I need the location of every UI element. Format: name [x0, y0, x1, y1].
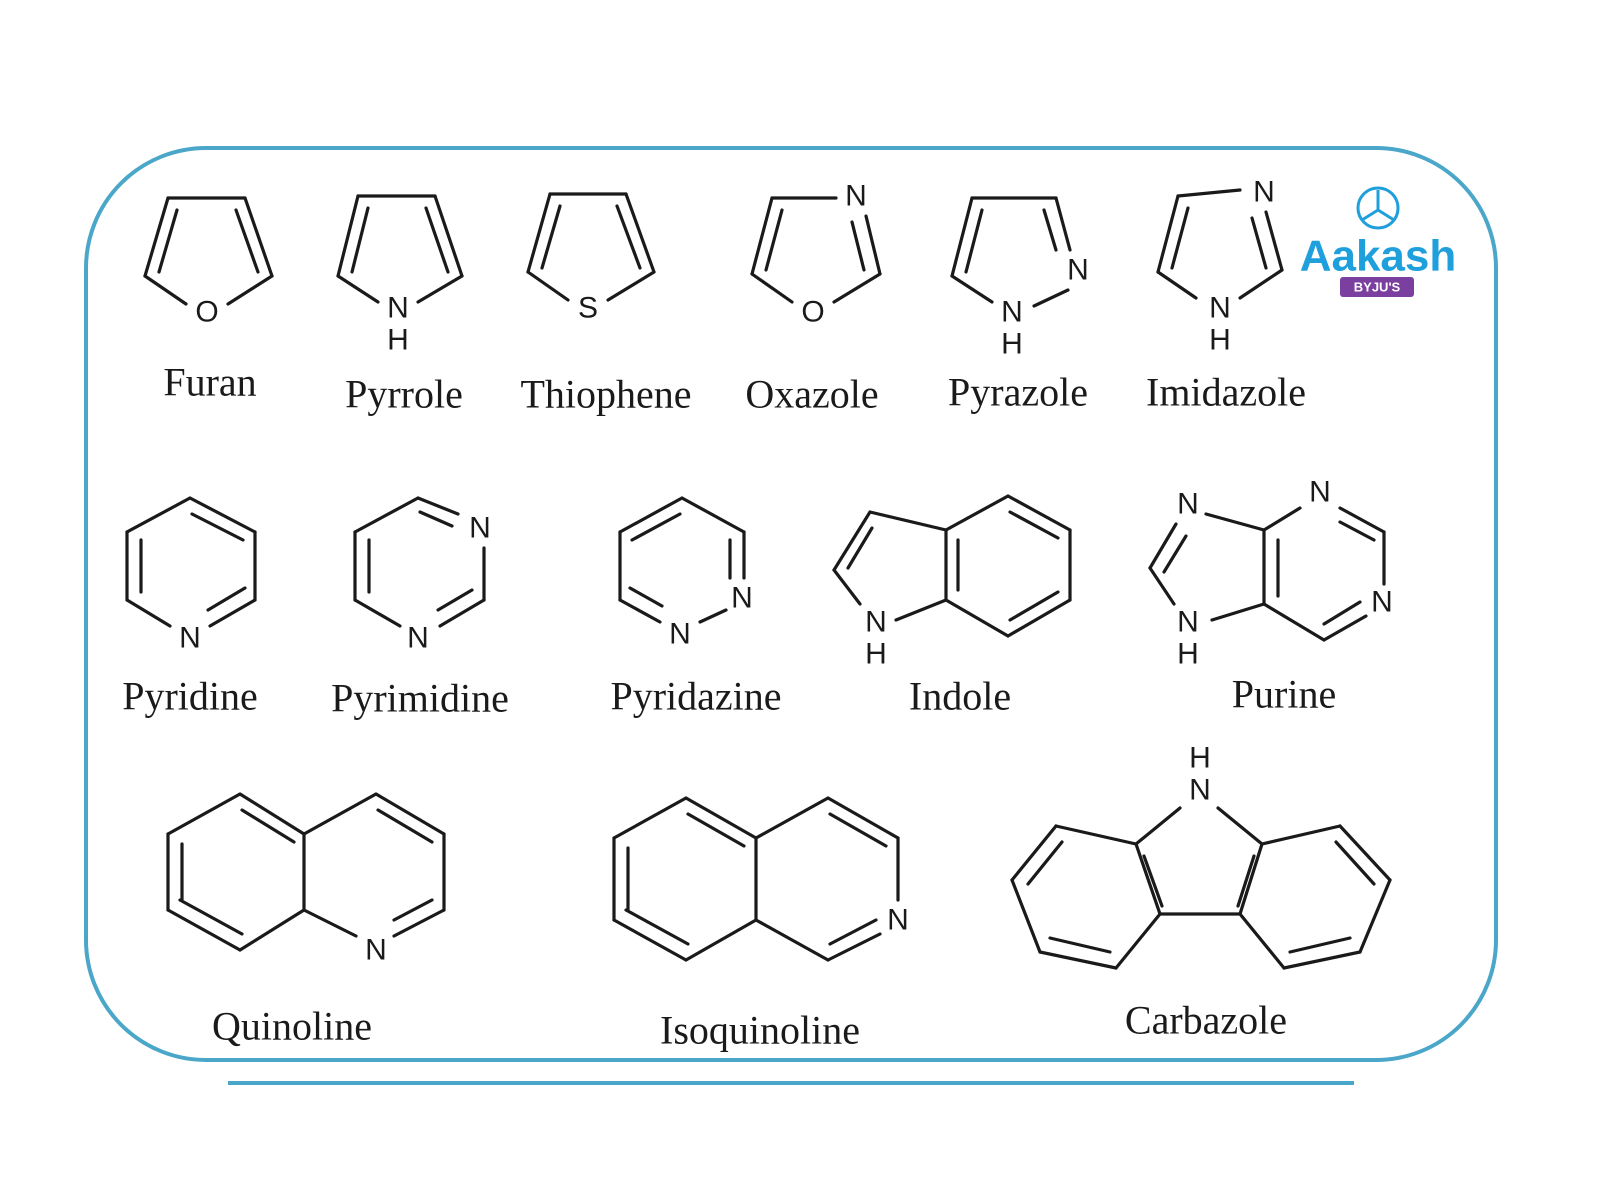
- aakash-emblem-icon: [1356, 186, 1400, 230]
- carbazole-atom-n: N: [1189, 774, 1211, 807]
- pyridine-atom-n: N: [179, 622, 201, 655]
- molecule-name-furan: Furan: [163, 360, 256, 405]
- molecule-name-quinoline: Quinoline: [212, 1004, 372, 1049]
- imidazole-structure: [1156, 188, 1284, 300]
- molecule-pyrrole: N H Pyrrole: [336, 194, 464, 417]
- furan-atom-o: O: [195, 296, 218, 329]
- logo-sub-brand: BYJU'S: [1354, 280, 1401, 295]
- molecule-name-isoquinoline: Isoquinoline: [660, 1008, 860, 1053]
- purine-atom-n7: N: [1177, 488, 1199, 521]
- quinoline-atom-n: N: [365, 934, 387, 967]
- molecule-name-carbazole: Carbazole: [1125, 998, 1287, 1043]
- pyrazole-atom-n1: N: [1001, 296, 1023, 329]
- molecule-pyrimidine: N N Pyrimidine: [331, 496, 509, 721]
- thiophene-atom-s: S: [578, 292, 598, 325]
- pyridazine-atom-n1: N: [669, 618, 691, 651]
- molecule-quinoline: N Quinoline: [166, 792, 446, 1049]
- molecule-name-pyrazole: Pyrazole: [948, 370, 1088, 415]
- molecule-imidazole: N N H Imidazole: [1146, 176, 1306, 415]
- diagram-frame: [84, 146, 1498, 1062]
- pyridazine-atom-n2: N: [731, 582, 753, 615]
- molecule-name-pyrimidine: Pyrimidine: [331, 676, 509, 721]
- molecule-name-pyrrole: Pyrrole: [345, 372, 463, 417]
- molecule-carbazole: H N Carbazole: [1010, 742, 1392, 1043]
- molecule-name-indole: Indole: [909, 674, 1011, 719]
- molecule-furan: O Furan: [143, 196, 274, 405]
- indole-atom-n: N: [865, 606, 887, 639]
- thiophene-structure: [526, 192, 656, 302]
- purine-atom-n1: N: [1309, 476, 1331, 509]
- pyrazole-atom-h: H: [1001, 328, 1023, 361]
- carbazole-atom-h: H: [1189, 742, 1211, 775]
- oxazole-atom-n: N: [845, 180, 867, 213]
- molecule-name-thiophene: Thiophene: [520, 372, 691, 417]
- molecule-oxazole: N O Oxazole: [745, 180, 882, 417]
- molecule-thiophene: S Thiophene: [520, 192, 692, 417]
- logo-sub-badge: [1340, 277, 1414, 297]
- molecule-indole: N H Indole: [832, 494, 1072, 719]
- purine-atom-h: H: [1177, 638, 1199, 671]
- furan-structure: [143, 196, 274, 306]
- purine-structure: [1148, 506, 1386, 642]
- isoquinoline-atom-n: N: [887, 904, 909, 937]
- molecule-pyridazine: N N Pyridazine: [610, 496, 782, 719]
- pyridazine-structure: [618, 496, 746, 624]
- carbazole-structure: [1010, 806, 1392, 970]
- oxazole-atom-o: O: [801, 296, 824, 329]
- molecule-name-pyridazine: Pyridazine: [610, 674, 781, 719]
- indole-atom-h: H: [865, 638, 887, 671]
- indole-structure: [832, 494, 1072, 638]
- logo-brand: Aakash: [1300, 232, 1457, 281]
- purine-atom-n3: N: [1371, 586, 1393, 619]
- aakash-logo: Aakash BYJU'S: [1300, 186, 1457, 297]
- pyrrole-structure: [336, 194, 464, 304]
- molecule-name-imidazole: Imidazole: [1146, 370, 1306, 415]
- pyrimidine-atom-n3: N: [407, 622, 429, 655]
- molecule-name-oxazole: Oxazole: [745, 372, 878, 417]
- pyridine-structure: [125, 496, 257, 628]
- pyrazole-atom-n2: N: [1067, 254, 1089, 287]
- imidazole-atom-n1: N: [1209, 292, 1231, 325]
- pyrimidine-atom-n1: N: [469, 512, 491, 545]
- molecule-purine: N N N N H Purine: [1148, 476, 1393, 717]
- pyrrole-atom-h: H: [387, 324, 409, 357]
- isoquinoline-structure: [612, 796, 900, 962]
- molecule-name-pyridine: Pyridine: [122, 674, 258, 719]
- oxazole-structure: [750, 196, 882, 304]
- molecule-pyrazole: N N H Pyrazole: [948, 196, 1089, 415]
- pyrimidine-structure: [353, 496, 486, 628]
- purine-atom-n9: N: [1177, 606, 1199, 639]
- pyrrole-atom-n: N: [387, 292, 409, 325]
- imidazole-atom-h: H: [1209, 324, 1231, 357]
- molecule-name-purine: Purine: [1232, 672, 1336, 717]
- molecule-pyridine: N Pyridine: [122, 496, 258, 719]
- molecule-isoquinoline: N Isoquinoline: [612, 796, 909, 1053]
- quinoline-structure: [166, 792, 446, 952]
- pyrazole-structure: [950, 196, 1072, 308]
- imidazole-atom-n3: N: [1253, 176, 1275, 209]
